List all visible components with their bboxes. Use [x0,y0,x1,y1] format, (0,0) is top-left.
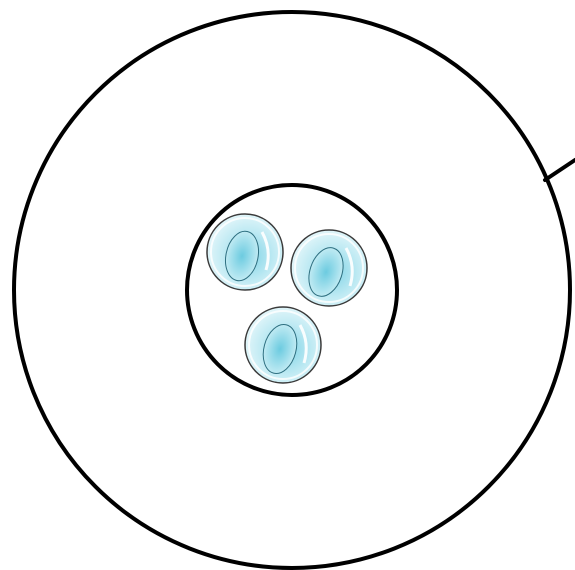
pointer-line [545,160,575,180]
vesicle-1 [207,214,283,290]
outer-membrane [14,12,570,568]
vesicle-3 [245,307,321,383]
vesicle-2 [291,230,367,306]
